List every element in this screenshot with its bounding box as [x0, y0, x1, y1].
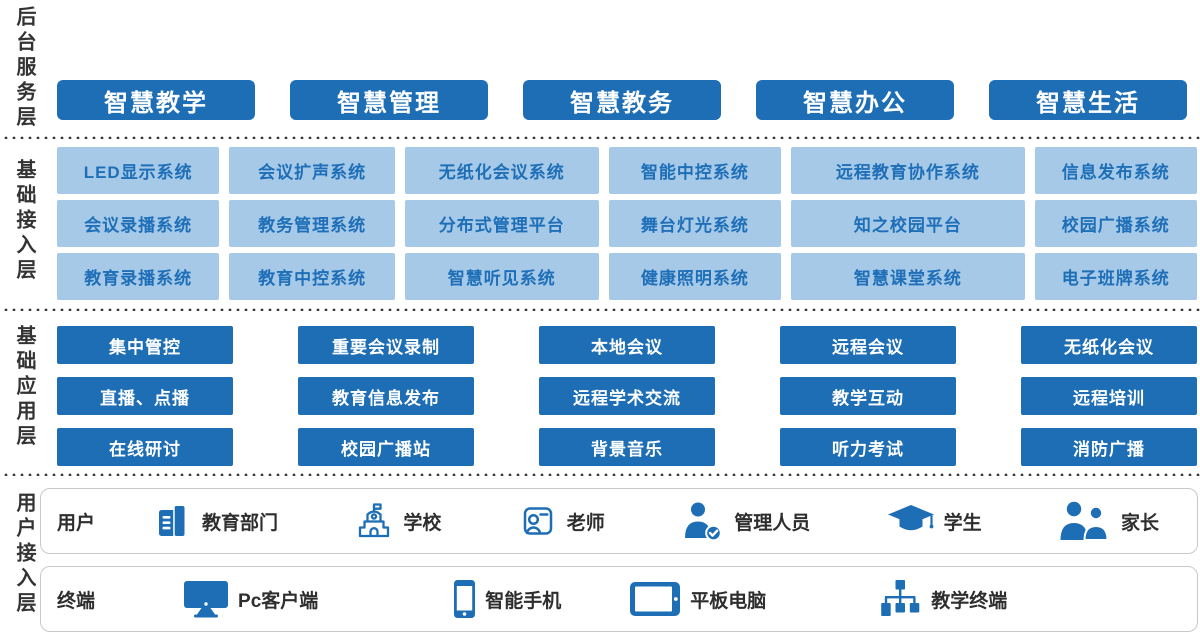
application-column: 远程会议 教学互动 听力考试 [780, 326, 956, 466]
layer-user-access: 用户接入层 用户 [0, 476, 1200, 632]
user-item-label: 家长 [1120, 512, 1159, 534]
user-item-administrator: 管理人员 [681, 500, 810, 542]
access-system-node: 会议扩声系统 [229, 147, 395, 194]
application-node: 直播、点播 [57, 377, 233, 415]
application-node: 无纸化会议 [1021, 326, 1197, 364]
layer-label-user-access: 用户接入层 [13, 492, 35, 617]
access-system-node: 校园广播系统 [1034, 200, 1197, 247]
user-access-content: 用户 教育部门 [40, 476, 1198, 632]
building-icon [153, 501, 193, 541]
layer-basic-access: 基础接入层 LED显示系统 会议扩声系统 无纸化会议系统 智能中控系统 远程教育… [0, 139, 1200, 307]
application-node: 重要会议录制 [298, 326, 474, 364]
access-system-node: LED显示系统 [57, 147, 220, 194]
access-system-node: 无纸化会议系统 [404, 147, 599, 194]
application-node: 远程会议 [780, 326, 956, 364]
application-column: 集中管控 直播、点播 在线研讨 [57, 326, 233, 466]
access-system-node: 分布式管理平台 [404, 200, 599, 247]
user-item-label: 学校 [403, 512, 442, 534]
terminal-item-label: 智能手机 [485, 590, 562, 612]
users-items: 教育部门 学校 [153, 500, 1159, 542]
application-node: 消防广播 [1021, 428, 1197, 466]
backend-buttons-row: 智慧教学 智慧管理 智慧教务 智慧办公 智慧生活 [44, 0, 1200, 120]
pc-icon [183, 579, 229, 619]
application-node: 在线研讨 [57, 428, 233, 466]
backend-button-smart-management: 智慧管理 [290, 80, 488, 120]
application-grid: 集中管控 直播、点播 在线研讨 重要会议录制 教育信息发布 校园广播站 本地会议… [44, 311, 1200, 466]
dotted-divider [0, 135, 1200, 139]
application-column: 无纸化会议 远程培训 消防广播 [1021, 326, 1197, 466]
dotted-divider [0, 472, 1200, 476]
dotted-divider [0, 307, 1200, 311]
access-systems-grid: LED显示系统 会议扩声系统 无纸化会议系统 智能中控系统 远程教育协作系统 信… [44, 139, 1200, 300]
application-node: 校园广播站 [298, 428, 474, 466]
terminal-item-label: Pc客户端 [238, 590, 319, 612]
application-node: 教育信息发布 [298, 377, 474, 415]
access-system-node: 健康照明系统 [608, 253, 782, 300]
application-node: 背景音乐 [539, 428, 715, 466]
user-item-label: 学生 [943, 512, 982, 534]
terminals-panel-label: 终端 [57, 590, 96, 612]
admin-icon [681, 500, 725, 542]
terminal-item-teaching-terminal: 教学终端 [878, 579, 1007, 619]
application-column: 重要会议录制 教育信息发布 校园广播站 [298, 326, 474, 466]
access-system-node: 教育录播系统 [57, 253, 220, 300]
layer-label-application: 基础应用层 [13, 325, 35, 450]
layer-backend-services: 后台服务层 智慧教学 智慧管理 智慧教务 智慧办公 智慧生活 [0, 0, 1200, 135]
application-node: 本地会议 [539, 326, 715, 364]
access-system-node: 知之校园平台 [791, 200, 1025, 247]
layer-label-backend: 后台服务层 [13, 6, 35, 131]
user-item-parents: 家长 [1058, 500, 1159, 542]
access-system-node: 教育中控系统 [229, 253, 395, 300]
terminal-item-tablet: 平板电脑 [629, 581, 766, 617]
layer-basic-application: 基础应用层 集中管控 直播、点播 在线研讨 重要会议录制 教育信息发布 校园广播… [0, 311, 1200, 472]
application-node: 教学互动 [780, 377, 956, 415]
backend-button-smart-life: 智慧生活 [989, 80, 1187, 120]
user-item-label: 教育部门 [202, 512, 279, 534]
user-item-label: 老师 [566, 512, 605, 534]
access-system-node: 远程教育协作系统 [791, 147, 1025, 194]
terminal-item-label: 平板电脑 [690, 590, 767, 612]
access-system-node: 智能中控系统 [608, 147, 782, 194]
access-system-node: 智慧课堂系统 [791, 253, 1025, 300]
parents-icon [1058, 500, 1112, 542]
application-node: 远程学术交流 [539, 377, 715, 415]
users-panel-label: 用户 [57, 512, 96, 534]
access-system-node: 会议录播系统 [57, 200, 220, 247]
access-system-node: 电子班牌系统 [1034, 253, 1197, 300]
application-node: 集中管控 [57, 326, 233, 364]
access-system-node: 智慧听见系统 [404, 253, 599, 300]
user-item-label: 管理人员 [734, 512, 811, 534]
application-node: 远程培训 [1021, 377, 1197, 415]
application-column: 本地会议 远程学术交流 背景音乐 [539, 326, 715, 466]
teacher-icon [518, 501, 558, 541]
edu-terminal-icon [878, 579, 922, 619]
users-panel: 用户 教育部门 [40, 488, 1198, 554]
access-system-node: 教务管理系统 [229, 200, 395, 247]
user-item-school: 学校 [354, 501, 441, 541]
user-item-student: 学生 [887, 504, 982, 538]
backend-button-smart-teaching: 智慧教学 [57, 80, 255, 120]
backend-button-smart-academic: 智慧教务 [523, 80, 721, 120]
terminal-item-smartphone: 智能手机 [453, 579, 561, 619]
layer-label-access: 基础接入层 [13, 159, 35, 284]
application-node: 听力考试 [780, 428, 956, 466]
backend-button-smart-office: 智慧办公 [756, 80, 954, 120]
user-item-education-department: 教育部门 [153, 501, 278, 541]
student-icon [887, 504, 935, 538]
tablet-icon [629, 581, 681, 617]
access-system-node: 舞台灯光系统 [608, 200, 782, 247]
terminals-items: Pc客户端 智能手机 [183, 579, 1197, 619]
terminal-item-label: 教学终端 [931, 590, 1008, 612]
phone-icon [453, 579, 476, 619]
terminal-item-pc-client: Pc客户端 [183, 579, 318, 619]
terminals-panel: 终端 Pc客户端 [40, 566, 1198, 632]
school-icon [354, 501, 394, 541]
user-item-teacher: 老师 [518, 501, 605, 541]
access-system-node: 信息发布系统 [1034, 147, 1197, 194]
